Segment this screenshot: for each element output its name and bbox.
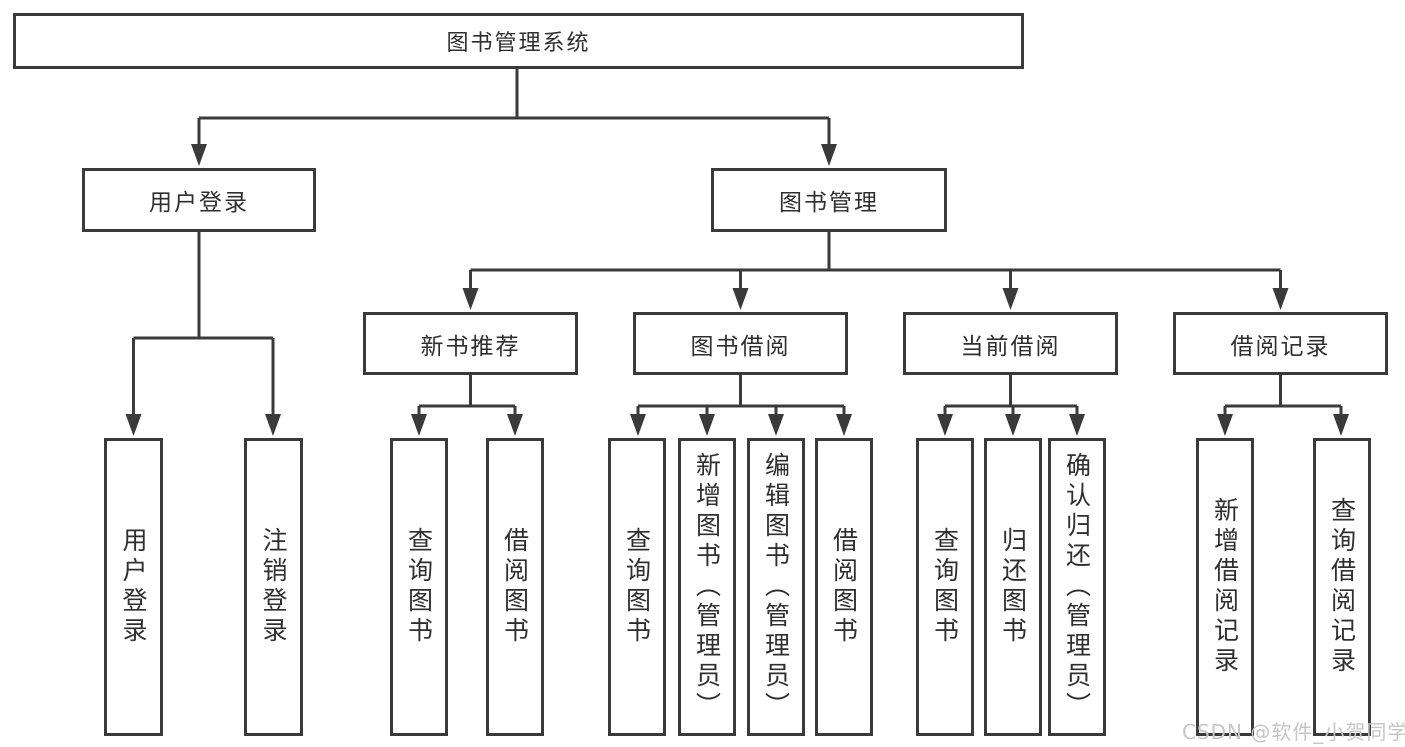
node-user-login-action: 用户登录 (104, 438, 163, 736)
node-current-borrowing-label: 当前借阅 (960, 333, 1061, 360)
node-add-books-admin: 新增图书（管理员） (678, 438, 736, 736)
node-user-login-action-label: 用户登录 (119, 527, 148, 647)
node-query-books-recommend: 查询图书 (390, 438, 448, 736)
node-confirm-return-admin: 确认归还（管理员） (1048, 438, 1106, 736)
node-book-borrowing-label: 图书借阅 (690, 333, 791, 360)
node-query-borrow-record-label: 查询借阅记录 (1327, 497, 1357, 677)
node-borrow-books-recommend-label: 借阅图书 (500, 527, 530, 647)
node-confirm-return-admin-label: 确认归还（管理员） (1062, 452, 1092, 722)
node-borrowing-records-label: 借阅记录 (1230, 333, 1331, 360)
node-query-books-current: 查询图书 (916, 438, 974, 736)
node-new-book-recommendation: 新书推荐 (363, 312, 578, 375)
node-return-books: 归还图书 (984, 438, 1042, 736)
connector-paths (132, 69, 1343, 418)
node-borrow-books-borrowing-label: 借阅图书 (829, 527, 859, 647)
node-query-borrow-record: 查询借阅记录 (1313, 438, 1371, 736)
node-book-borrowing: 图书借阅 (633, 312, 848, 375)
node-user-login: 用户登录 (82, 168, 316, 232)
node-root: 图书管理系统 (13, 13, 1024, 69)
node-current-borrowing: 当前借阅 (903, 312, 1118, 375)
node-edit-books-admin: 编辑图书（管理员） (747, 438, 805, 736)
node-borrowing-records: 借阅记录 (1173, 312, 1388, 375)
node-query-books-borrowing-label: 查询图书 (622, 527, 652, 647)
csdn-watermark: CSDN @软件_小贺同学 (1182, 720, 1405, 744)
node-add-borrow-record: 新增借阅记录 (1196, 438, 1254, 736)
node-add-books-admin-label: 新增图书（管理员） (692, 452, 722, 722)
node-return-books-label: 归还图书 (998, 527, 1028, 647)
node-edit-books-admin-label: 编辑图书（管理员） (761, 452, 791, 722)
node-query-books-borrowing: 查询图书 (608, 438, 666, 736)
node-logout-action: 注销登录 (244, 438, 303, 736)
node-root-label: 图书管理系统 (446, 31, 591, 56)
node-query-books-current-label: 查询图书 (930, 527, 960, 647)
node-add-borrow-record-label: 新增借阅记录 (1210, 497, 1240, 677)
node-user-login-label: 用户登录 (149, 190, 249, 216)
node-borrow-books-borrowing: 借阅图书 (815, 438, 873, 736)
arrowheads (125, 144, 1349, 436)
node-new-book-recommendation-label: 新书推荐 (420, 333, 521, 360)
node-logout-action-label: 注销登录 (259, 527, 288, 647)
node-book-management: 图书管理 (711, 168, 947, 232)
node-query-books-recommend-label: 查询图书 (404, 527, 434, 647)
node-borrow-books-recommend: 借阅图书 (486, 438, 544, 736)
node-book-management-label: 图书管理 (779, 190, 879, 216)
